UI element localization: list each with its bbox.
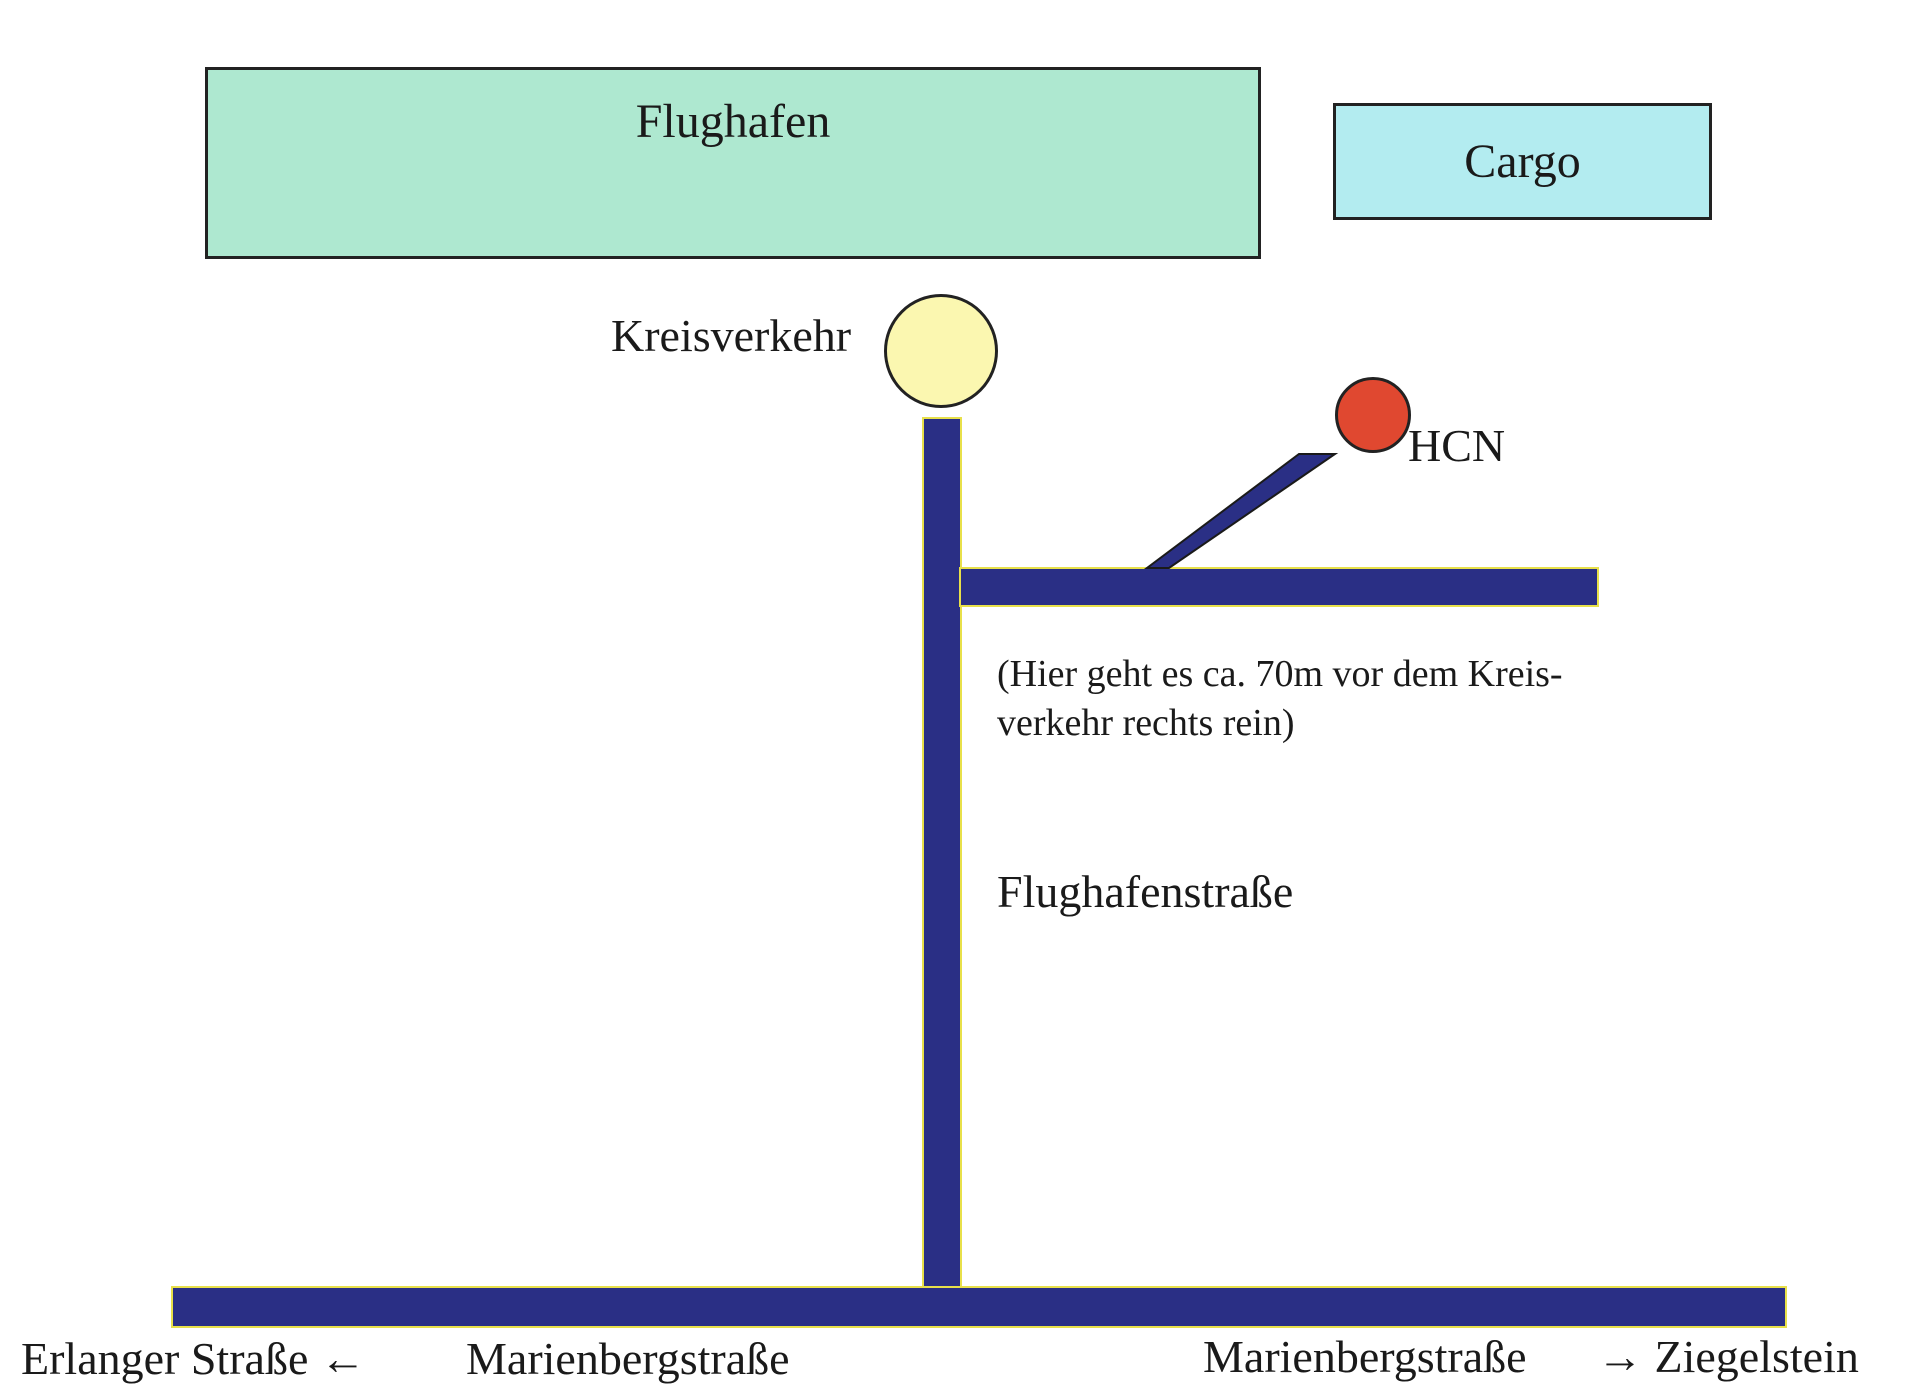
cargo-label: Cargo: [1464, 135, 1581, 188]
flughafenstrasse-label: Flughafenstraße: [997, 866, 1294, 917]
side-road: [959, 567, 1599, 607]
marienbergstrasse-left-label: Marienbergstraße: [466, 1333, 790, 1384]
ziegelstein-label: → Ziegelstein: [1597, 1331, 1859, 1382]
airport-label: Flughafen: [635, 95, 831, 148]
roundabout-label: Kreisverkehr: [611, 310, 852, 361]
erlanger-strasse-label: Erlanger Straße ←: [21, 1333, 366, 1384]
hcn-marker: [1335, 377, 1411, 453]
turn-hint-line2: verkehr rechts rein): [997, 702, 1295, 744]
marienbergstrasse-road: [171, 1286, 1787, 1328]
roundabout-marker: [884, 294, 998, 408]
cargo-building: Cargo: [1333, 103, 1712, 220]
airport-building: Flughafen: [205, 67, 1261, 259]
marienbergstrasse-right-label: Marienbergstraße: [1203, 1331, 1527, 1382]
flughafenstrasse-road: [922, 417, 962, 1289]
hcn-label: HCN: [1408, 420, 1506, 471]
turn-hint-line1: (Hier geht es ca. 70m vor dem Kreis-: [997, 653, 1563, 695]
